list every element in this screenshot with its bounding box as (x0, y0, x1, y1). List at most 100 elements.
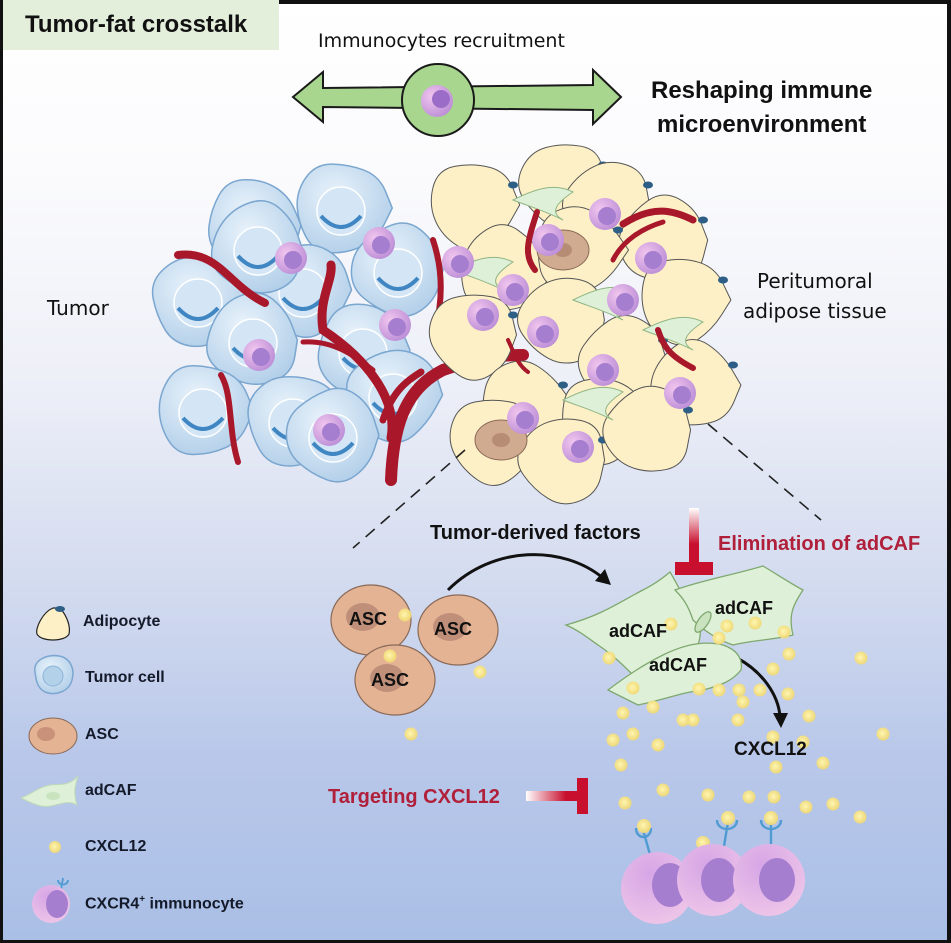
immunocyte (635, 242, 667, 274)
asc-label-2: ASC (434, 619, 473, 639)
cxcl12-molecule (614, 758, 628, 772)
adcaf-cell (511, 186, 574, 221)
cxcl12-molecule (748, 616, 762, 630)
recruitment-label: Immunocytes recruitment (318, 30, 565, 52)
cxcl12-molecule (692, 682, 706, 696)
legend-item-immunocyte: CXCR4+ immunocyte (77, 894, 244, 913)
cxcl12-molecule (606, 733, 620, 747)
cxcl12-molecule (767, 790, 781, 804)
differentiation-arrow (446, 553, 611, 592)
legend-label: Tumor cell (85, 669, 165, 686)
cxcl12-molecule (853, 810, 867, 824)
immunocyte (363, 227, 395, 259)
cxcl12-molecule (712, 631, 726, 645)
adipocyte-icon (36, 607, 70, 641)
immunocyte (243, 339, 275, 371)
legend-item-tumor-cell: Tumor cell (77, 669, 165, 687)
legend-label: CXCL12 (85, 838, 147, 855)
cxcl12-icon (49, 841, 61, 853)
tumor-factors-label: Tumor-derived factors (430, 522, 641, 544)
cxcl12-molecule (602, 651, 616, 665)
cxcl12-molecule (782, 647, 796, 661)
tumor-cell (210, 200, 303, 294)
legend-label: Adipocyte (83, 613, 161, 630)
immunocyte (589, 198, 621, 230)
cxcl12-molecule (646, 700, 660, 714)
cxcl12-molecule (826, 797, 840, 811)
title-text: Tumor-fat crosstalk (25, 11, 248, 38)
cxcl12-molecule (777, 625, 791, 639)
immunocyte (275, 242, 307, 274)
outcome-line-1: Reshaping immune (651, 77, 873, 104)
cxcl12-molecule (781, 687, 795, 701)
cxcl12-molecule (742, 790, 756, 804)
legend-label: adCAF (85, 782, 137, 799)
cxcl12-molecule (854, 651, 868, 665)
adipose-label-line-2: adipose tissue (743, 299, 887, 323)
adcaf-cell (561, 386, 624, 421)
immunocyte (442, 246, 474, 278)
legend-item-asc: ASC (77, 726, 119, 744)
outcome-label: Reshaping immune microenvironment (651, 74, 872, 142)
immunocyte (532, 224, 564, 256)
cxcl12-molecule (720, 619, 734, 633)
cxcl12-molecule (876, 727, 890, 741)
cxcl12-molecule (712, 683, 726, 697)
cxcl12-molecule (769, 760, 783, 774)
cxcr4-immunocytes (621, 811, 805, 924)
immunocyte (467, 299, 499, 331)
immunocyte (587, 354, 619, 386)
immunocyte (664, 377, 696, 409)
cxcl12-label: CXCL12 (734, 739, 807, 760)
outcome-line-2: microenvironment (656, 111, 867, 138)
adipose-tissue (428, 144, 742, 505)
targeting-inhibitor-icon (526, 778, 588, 814)
cxcl12-molecule (736, 695, 750, 709)
immunocyte (497, 274, 529, 306)
adipocyte (602, 385, 692, 472)
cxcl12-molecule (618, 796, 632, 810)
adcaf-icon (19, 775, 79, 807)
asc-label-3: ASC (371, 670, 410, 690)
cxcl12-molecule (473, 665, 487, 679)
legend-label-rest: immunocyte (145, 895, 244, 913)
immunocyte (313, 414, 345, 446)
immunocyte (607, 284, 639, 316)
zoom-lines (352, 423, 822, 549)
legend-item-adipocyte: Adipocyte (75, 613, 160, 631)
cxcl12-molecule (626, 727, 640, 741)
adcaf-cell (641, 316, 704, 351)
cxcl12-molecule (686, 713, 700, 727)
targeting-label: Targeting CXCL12 (328, 786, 500, 808)
cxcl12-molecule (796, 735, 810, 749)
recruitment-arrow (291, 63, 623, 137)
adipose-label-line-1: Peritumoral (757, 269, 873, 293)
cxcl12-molecule (383, 649, 397, 663)
cxcl12-molecule (753, 683, 767, 697)
adcaf-label-2: adCAF (715, 598, 773, 618)
immunocyte (379, 309, 411, 341)
legend-icons (19, 606, 79, 923)
tumor-cell (296, 163, 394, 254)
cxcl12-molecule (404, 727, 418, 741)
adcaf-label-1: adCAF (609, 621, 667, 641)
adcaf-cells (563, 565, 804, 706)
legend-label: ASC (85, 726, 119, 743)
legend-item-cxcl12: CXCL12 (77, 838, 146, 856)
figure-title: Tumor-fat crosstalk (3, 0, 279, 50)
secretion-arrow (736, 656, 788, 728)
cxcl12-molecule (802, 709, 816, 723)
cxcl12-molecule (816, 756, 830, 770)
frame-top-border (279, 0, 947, 4)
asc-label-1: ASC (349, 609, 388, 629)
cxcl12-molecule (656, 783, 670, 797)
cxcl12-molecule (732, 683, 746, 697)
cxcl12-molecule (664, 617, 678, 631)
tumor-label: Tumor (47, 296, 109, 320)
cxcl12-molecules (383, 608, 890, 824)
elimination-inhibitor-icon (675, 508, 713, 575)
illustration (19, 63, 890, 924)
cxcl12-molecule (731, 713, 745, 727)
cxcl12-molecule (766, 730, 780, 744)
